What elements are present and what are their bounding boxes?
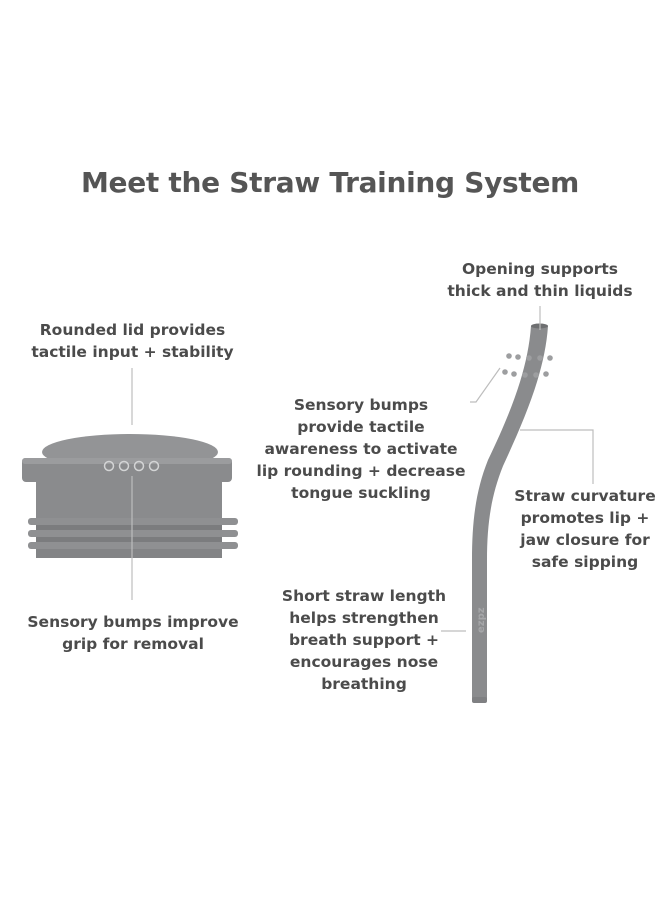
straw-bump [547, 355, 553, 361]
lid-thread-gap [36, 525, 222, 530]
straw-bump [543, 371, 549, 377]
lid-thread [28, 542, 238, 549]
straw-bump [522, 372, 528, 378]
label-opening: Opening supports thick and thin liquids [447, 260, 633, 300]
callout-line-curvature [520, 429, 594, 484]
lid-thread [28, 518, 238, 525]
straw-bump [533, 372, 539, 378]
lid-rim-highlight [22, 458, 232, 464]
straw-illustration: ezpz [472, 323, 553, 703]
grip-bump [148, 460, 160, 472]
straw-bump [502, 369, 508, 375]
straw-bump [506, 353, 512, 359]
page-title: Meet the Straw Training System [80, 166, 580, 199]
label-straw-bumps: Sensory bumps provide tactile awareness … [256, 396, 466, 502]
straw-logo: ezpz [476, 607, 487, 633]
grip-bump [118, 460, 130, 472]
lid-base [36, 549, 222, 558]
grip-bump [133, 460, 145, 472]
straw-bump [537, 355, 543, 361]
straw-bump [511, 371, 517, 377]
straw-bump [526, 355, 532, 361]
straw-body [472, 326, 548, 700]
label-straw-curvature: Straw curvature promotes lip + jaw closu… [514, 487, 656, 571]
lid-thread [28, 530, 238, 537]
label-rounded-lid: Rounded lid provides tactile input + sta… [31, 321, 234, 361]
straw-bump [515, 354, 521, 360]
grip-bump [103, 460, 115, 472]
callout-line-straw-bumps [470, 367, 501, 403]
label-grip-bumps: Sensory bumps improve grip for removal [27, 613, 239, 653]
lid-illustration [22, 434, 238, 558]
lid-thread-gap [36, 537, 222, 542]
straw-bottom [472, 697, 487, 703]
label-short-straw-length: Short straw length helps strengthen brea… [281, 587, 447, 693]
